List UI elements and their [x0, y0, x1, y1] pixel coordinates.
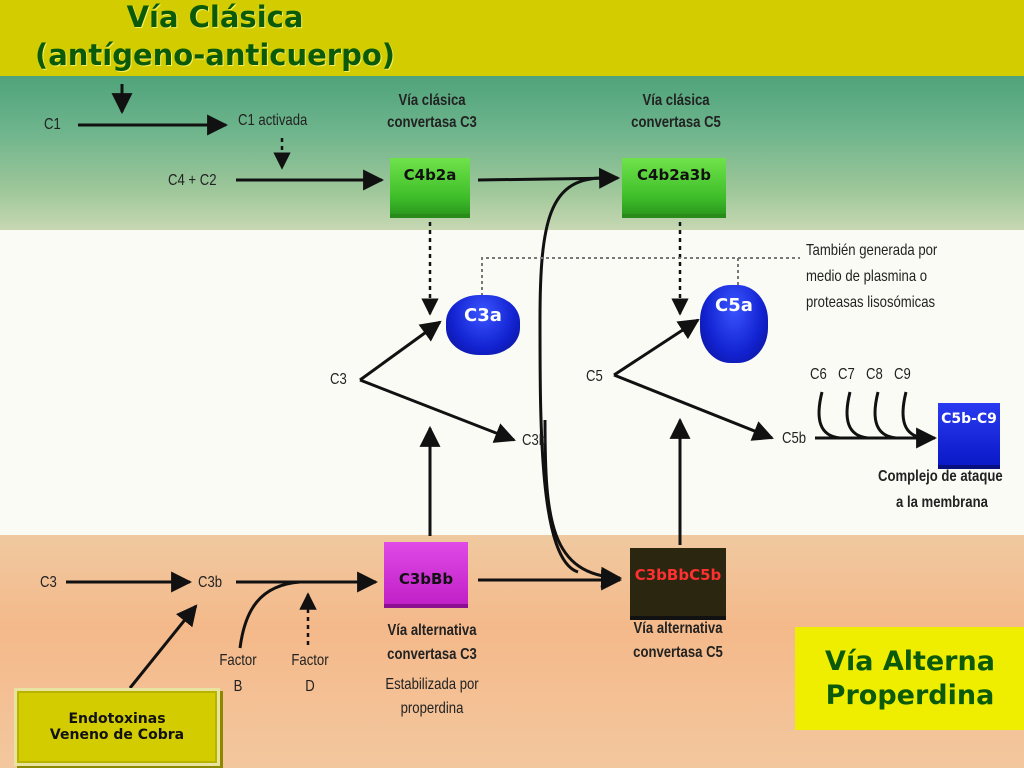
label-mac-2: a la membrana — [896, 494, 988, 511]
box-c3bbb: C3bBb — [384, 542, 468, 604]
dashed-note-link — [481, 257, 800, 308]
alternative-title-line-1: Vía Alterna — [825, 645, 995, 677]
label-factor-b-1: Factor — [219, 652, 257, 669]
arrow-c8 — [873, 391, 897, 440]
label-alt-c3-convertase-4: properdina — [400, 700, 464, 717]
common-pathway-band — [0, 230, 1024, 535]
label-c1: C1 — [44, 116, 61, 133]
label-factor-d-1: Factor — [291, 652, 329, 669]
arrow-endotoxin-to-c3b — [128, 604, 198, 689]
label-factor-d-2: D — [305, 678, 315, 695]
arrow-c3b-to-c3bbbc5b — [543, 419, 623, 588]
label-alt-c5-convertase-1: Vía alternativa — [633, 620, 723, 637]
arrow-c5-to-c5a — [613, 318, 700, 377]
classic-pathway-band — [0, 76, 1024, 230]
arrow-c6 — [817, 391, 841, 440]
alternative-pathway-title: Vía Alterna Properdina — [795, 627, 1024, 730]
label-factor-b-2: B — [233, 678, 243, 695]
label-alt-c5-convertase-2: convertasa C5 — [633, 644, 723, 661]
label-c4-c2: C4 + C2 — [168, 172, 217, 189]
label-c5-mid: C5 — [586, 368, 603, 385]
label-c9: C9 — [894, 366, 911, 383]
cylinder-c5a: C5a — [700, 285, 768, 363]
title-line-2: (antígeno-anticuerpo) — [34, 38, 396, 72]
note-line-1: También generada por — [806, 242, 938, 259]
arrow-c3-to-c3a — [359, 320, 442, 382]
label-c7: C7 — [838, 366, 855, 383]
label-c5b: C5b — [782, 430, 807, 447]
triggers-line-1: Endotoxinas — [68, 711, 166, 727]
label-c3-alt: C3 — [40, 574, 57, 591]
label-mac-1: Complejo de ataque — [878, 468, 1003, 485]
label-c6: C6 — [810, 366, 827, 383]
label-c3-convertase-2: convertasa C3 — [387, 114, 477, 131]
arrow-c9 — [901, 391, 925, 440]
label-c8: C8 — [866, 366, 883, 383]
label-c3-convertase-1: Vía clásica — [398, 92, 466, 109]
label-c5-convertase-2: convertasa C5 — [631, 114, 721, 131]
box-c3bbbc5b: C3bBbC5b — [630, 548, 726, 616]
note-line-2: medio de plasmina o — [806, 268, 928, 285]
label-c3b-mid: C3b — [522, 432, 547, 449]
cylinder-c3a: C3a — [446, 295, 520, 355]
arrow-c5-to-c5b — [613, 373, 774, 441]
label-alt-c3-convertase-3: Estabilizada por — [385, 676, 479, 693]
triggers-box: Endotoxinas Veneno de Cobra — [14, 688, 220, 766]
label-c3b-alt: C3b — [198, 574, 223, 591]
triggers-line-2: Veneno de Cobra — [49, 727, 185, 743]
label-c1-activated: C1 activada — [238, 112, 308, 129]
alternative-title-line-2: Properdina — [825, 679, 995, 711]
box-c5b-c9: C5b-C9 — [938, 403, 1000, 465]
label-c5-convertase-1: Vía clásica — [642, 92, 710, 109]
box-c4b2a3b: C4b2a3b — [622, 158, 726, 214]
note-line-3: proteasas lisosómicas — [806, 294, 936, 311]
arrow-factor-b — [238, 580, 301, 649]
arrow-c3-to-c3b — [359, 378, 516, 443]
box-c4b2a: C4b2a — [390, 158, 470, 214]
title-line-1: Vía Clásica — [126, 0, 304, 34]
label-alt-c3-convertase-2: convertasa C3 — [387, 646, 477, 663]
arrow-c7 — [845, 391, 869, 440]
label-alt-c3-convertase-1: Vía alternativa — [387, 622, 477, 639]
arrow-c3b-to-c4b2a3b — [538, 176, 601, 574]
label-c3-mid: C3 — [330, 371, 347, 388]
